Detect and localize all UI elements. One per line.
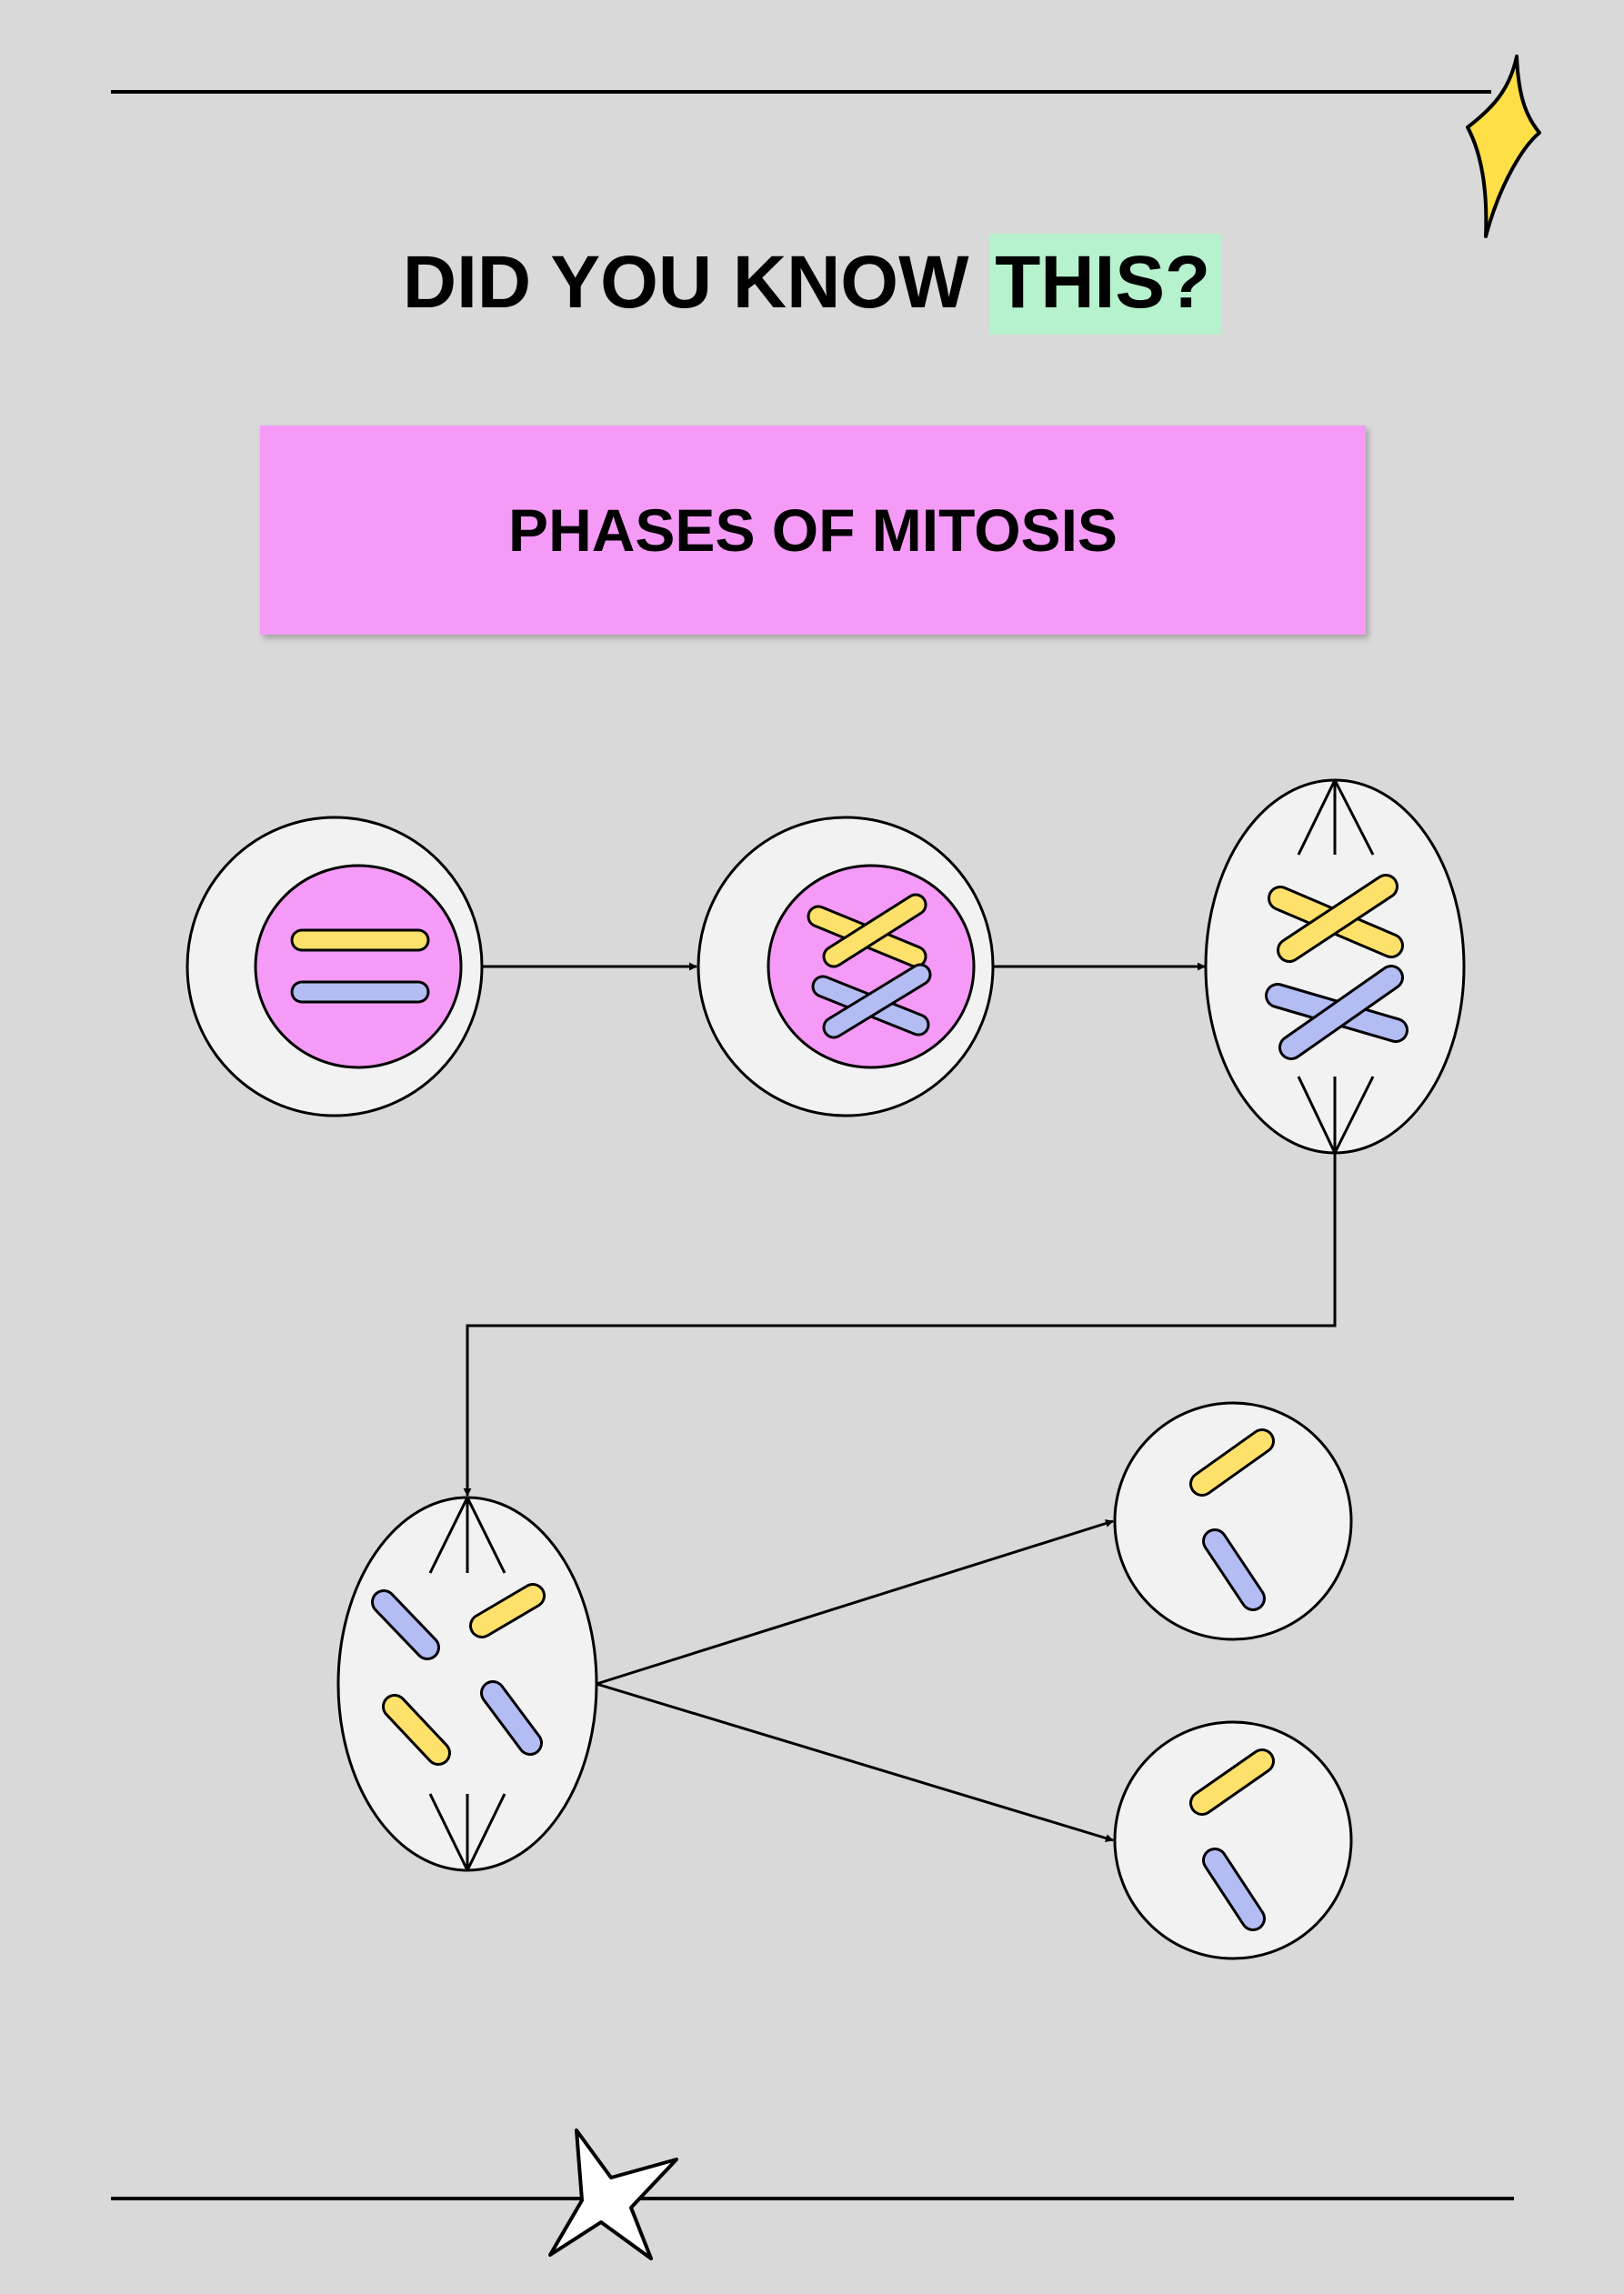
- daughter-cell-top: [1113, 1401, 1353, 1641]
- nucleus: [767, 864, 976, 1069]
- arrow-4-to-daughter-bottom: [596, 1682, 1114, 1842]
- daughter-cell-bottom: [1113, 1720, 1353, 1960]
- cell-interphase: [185, 816, 484, 1117]
- arrow-3-to-4: [463, 1153, 1337, 1497]
- heading-highlight: THIS?: [989, 234, 1222, 335]
- page-heading: DID YOU KNOW THIS?: [0, 234, 1624, 335]
- banner-title: PHASES OF MITOSIS: [508, 496, 1118, 564]
- star-icon: [548, 2129, 678, 2260]
- title-banner: PHASES OF MITOSIS: [260, 426, 1366, 635]
- sparkle-icon: [1466, 55, 1541, 238]
- cell-metaphase: [1204, 778, 1466, 1155]
- heading-lead: DID YOU KNOW: [402, 241, 990, 324]
- arrow-4-to-daughter-top: [596, 1519, 1114, 1686]
- nucleus: [254, 864, 463, 1069]
- cell-prophase: [697, 816, 995, 1117]
- cell-anaphase: [336, 1496, 598, 1872]
